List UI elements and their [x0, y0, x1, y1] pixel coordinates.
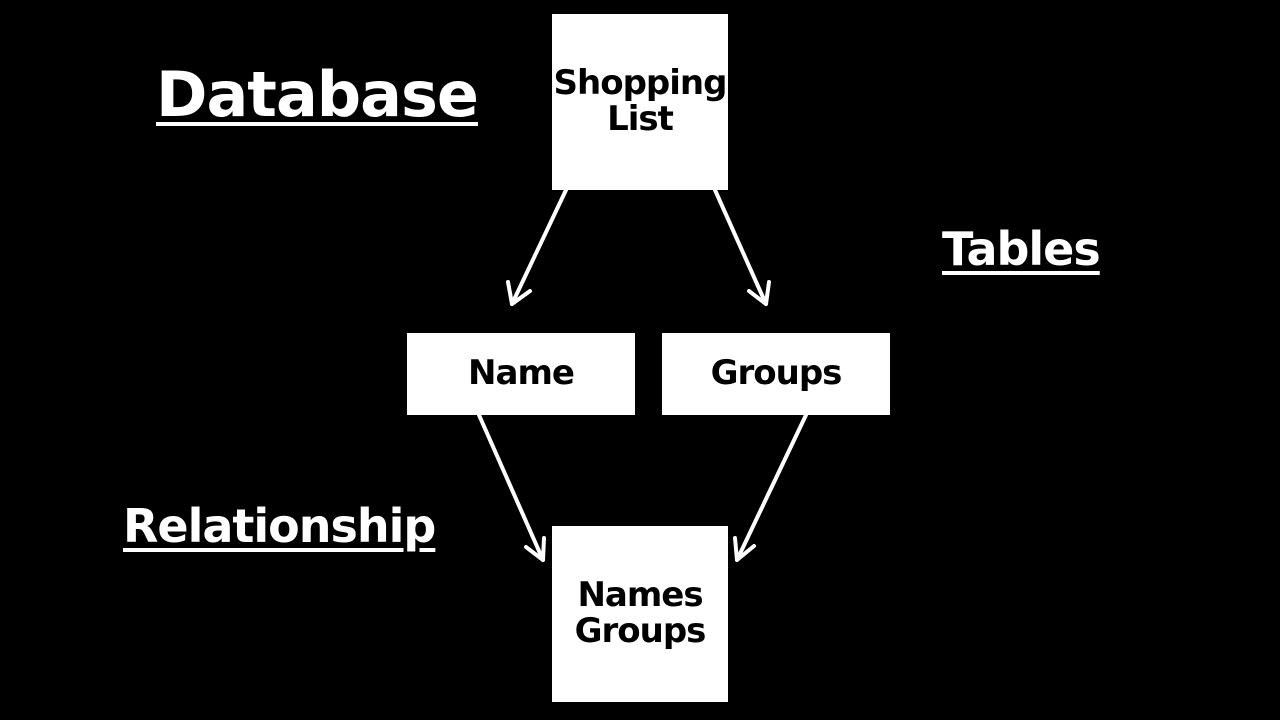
arrow-shopping-to-groups	[713, 188, 771, 306]
names-groups-label-line1: Names	[577, 575, 703, 616]
groups-table-box: Groups	[662, 333, 890, 415]
names-groups-table-box: Names Groups	[552, 526, 728, 702]
arrow-name-to-names-groups	[477, 413, 546, 562]
arrow-shopping-to-name	[506, 188, 568, 306]
name-table-box: Name	[407, 333, 635, 415]
relationship-heading: Relationship	[123, 499, 436, 553]
groups-table-label: Groups	[710, 353, 843, 394]
arrow-groups-to-names-groups	[733, 413, 808, 562]
shopping-list-label-line1: Shopping	[553, 63, 728, 104]
name-table-label: Name	[468, 353, 575, 394]
shopping-list-table-box: Shopping List	[552, 14, 728, 190]
tables-heading: Tables	[942, 222, 1101, 276]
names-groups-label-line2: Groups	[574, 611, 707, 651]
shopping-list-label-line2: List	[607, 99, 674, 139]
database-heading: Database	[156, 58, 479, 131]
